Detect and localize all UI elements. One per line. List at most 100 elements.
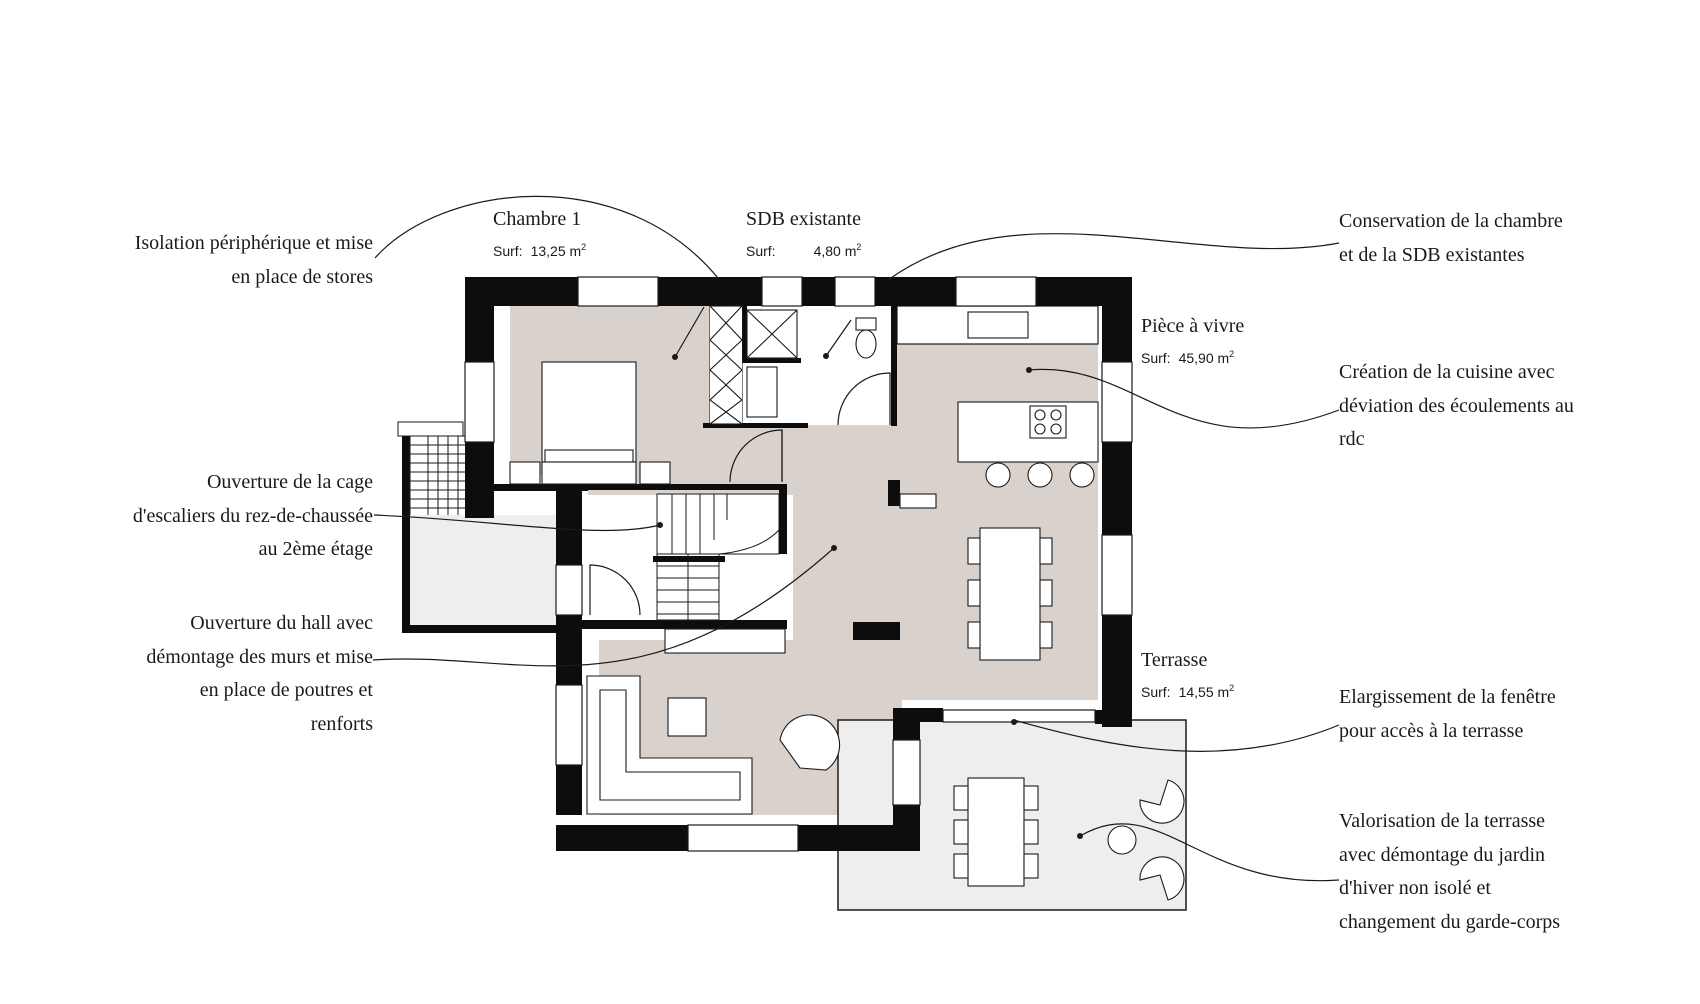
cooktop <box>1029 405 1067 439</box>
room-name-sdb: SDB existante <box>746 208 861 230</box>
leader-isolation <box>374 195 719 279</box>
dining-chair <box>1039 537 1053 565</box>
leader-dot <box>1077 833 1083 839</box>
stair-landing-black <box>653 556 725 562</box>
surf-label: Surf: <box>1141 350 1171 366</box>
windows <box>464 276 1133 852</box>
dining-chair <box>967 621 981 649</box>
wall-sdb-right <box>891 306 897 426</box>
burner <box>1034 423 1046 435</box>
leader-conservation <box>887 233 1340 281</box>
terrace-chair <box>1023 819 1039 845</box>
room-name-piece: Pièce à vivre <box>1141 315 1245 337</box>
note-line: Conservation de la chambre <box>1339 210 1563 232</box>
bed-foot <box>541 461 637 485</box>
tv-unit <box>664 628 786 654</box>
lounge-chair <box>1139 856 1185 901</box>
room-area-chambre: Surf:13,25 m2 <box>493 242 586 259</box>
wall-shower-bottom <box>741 358 801 363</box>
note-line: changement du garde-corps <box>1339 910 1561 933</box>
armchair <box>779 714 841 771</box>
kitchen-sink <box>967 311 1029 339</box>
wall-hall-upper <box>494 484 588 491</box>
shower-cross <box>746 309 798 359</box>
leader-terrasse <box>1079 823 1340 882</box>
leader-lines <box>372 195 1340 882</box>
surf-label: Surf: <box>493 243 523 259</box>
window-living-right-1 <box>1101 361 1133 443</box>
leader-dot <box>657 522 663 528</box>
surf-label: Surf: <box>1141 684 1171 700</box>
column-2 <box>853 622 900 640</box>
note-line: avec démontage du jardin <box>1339 843 1546 866</box>
coffee-table <box>667 697 707 737</box>
kitchen-island <box>957 401 1099 463</box>
window-sdb-top-1 <box>761 276 803 307</box>
note-line: au 2ème étage <box>258 538 373 560</box>
note-line: rdc <box>1339 428 1365 450</box>
sofa-inner <box>599 689 741 801</box>
burner <box>1050 423 1062 435</box>
bed-pillow <box>544 449 634 463</box>
note-conservation: Conservation de la chambre et de la SDB … <box>1339 205 1563 272</box>
living-floor <box>510 306 1098 815</box>
note-line: Ouverture de la cage <box>206 471 373 493</box>
lounge-chair <box>1139 779 1185 824</box>
terrace-chair <box>953 853 969 879</box>
wall-right <box>1102 277 1132 727</box>
note-line: et de la SDB existantes <box>1339 243 1525 266</box>
window-hall-left <box>555 564 583 616</box>
wardrobe-hatch <box>709 305 743 425</box>
leader-fenetre <box>1013 719 1340 752</box>
toilet <box>855 329 877 359</box>
leader-cuisine <box>1028 368 1340 429</box>
note-fenetre: Elargissement de la fenêtre pour accès à… <box>1339 681 1556 748</box>
room-name-terrasse: Terrasse <box>1141 649 1208 671</box>
stair-left-treads <box>409 435 465 515</box>
wall-mid-left <box>556 490 582 815</box>
leader-sdb <box>825 319 852 357</box>
dining-chair <box>1039 621 1053 649</box>
window-terrace-door <box>942 709 1096 723</box>
dining-chair <box>1039 579 1053 607</box>
winter-garden-stub <box>407 515 557 625</box>
wall-closet-bottom <box>703 423 808 428</box>
window-salon-bottom <box>687 824 799 852</box>
window-terrace-left <box>892 739 921 806</box>
wall-hall-bottom <box>582 620 787 629</box>
window-living-right-2 <box>1101 534 1133 616</box>
stair-outer-upper <box>397 421 464 437</box>
unit-exponent: 2 <box>1229 349 1235 359</box>
terrace-chair <box>1023 853 1039 879</box>
dining-chair <box>967 537 981 565</box>
note-line: pour accès à la terrasse <box>1339 719 1524 742</box>
room-area-piece: Surf:45,90 m2 <box>1141 349 1234 366</box>
unit-exponent: 2 <box>1229 683 1235 693</box>
toilet-tank <box>855 317 877 331</box>
leader-dot <box>1011 719 1017 725</box>
leader-chambre <box>674 306 705 358</box>
stairs <box>397 421 780 621</box>
note-line: déviation des écoulements au <box>1339 394 1574 417</box>
unit-exponent: 2 <box>856 242 862 252</box>
surf-label: Surf: <box>746 243 776 259</box>
room-area-sdb: Surf:4,80 m2 <box>746 242 861 259</box>
area-value: 14,55 m <box>1178 684 1230 700</box>
wall-terrace-corner <box>893 708 943 722</box>
note-line: Valorisation de la terrasse <box>1339 810 1546 832</box>
room-name-chambre: Chambre 1 <box>493 208 582 230</box>
note-line: renforts <box>310 712 373 735</box>
side-table <box>1107 825 1137 855</box>
note-hall: Ouverture du hall avec démontage des mur… <box>146 607 373 741</box>
dining-chair <box>967 579 981 607</box>
leader-dot <box>1026 367 1032 373</box>
note-terrasse: Valorisation de la terrasse avec démonta… <box>1339 805 1560 939</box>
leader-dot <box>823 353 829 359</box>
window-sdb-top-2 <box>834 276 876 307</box>
column-1 <box>888 480 900 506</box>
note-cuisine: Création de la cuisine avec déviation de… <box>1339 356 1574 457</box>
door-hall <box>589 564 641 616</box>
nightstand-1 <box>509 461 541 485</box>
bed <box>541 361 637 463</box>
